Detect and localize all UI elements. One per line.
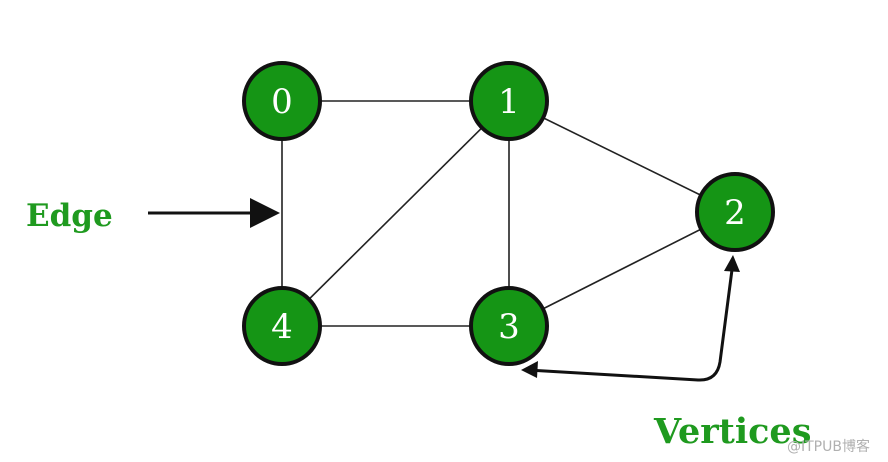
edge-label: Edge (26, 198, 113, 234)
vertices-arrowhead-to-node-3 (521, 361, 538, 378)
node-4: 4 (242, 286, 322, 366)
edge-1-2 (508, 100, 736, 213)
node-4-label: 4 (271, 307, 293, 347)
edge-callout: Edge (26, 198, 280, 234)
node-0-circle (242, 61, 322, 141)
node-3-circle (469, 286, 549, 366)
node-3-label: 3 (498, 307, 520, 347)
node-3: 3 (469, 286, 549, 366)
node-2-label: 2 (724, 193, 746, 233)
vertices-arrow-path (527, 261, 735, 382)
edge-1-4 (281, 100, 510, 327)
vertices-callout: Vertices (521, 255, 811, 452)
nodes-layer: 0 1 2 3 4 (242, 61, 775, 366)
vertices-label: Vertices (653, 411, 811, 452)
node-2: 2 (695, 172, 775, 252)
node-1-circle (469, 61, 549, 141)
vertices-arrowhead-to-node-2 (724, 255, 740, 272)
node-4-circle (242, 286, 322, 366)
edge-2-3 (508, 211, 736, 327)
node-0-label: 0 (271, 82, 293, 122)
node-2-circle (695, 172, 775, 252)
node-1-label: 1 (498, 82, 520, 122)
node-0: 0 (242, 61, 322, 141)
watermark: @ITPUB博客 (787, 438, 870, 455)
node-1: 1 (469, 61, 549, 141)
